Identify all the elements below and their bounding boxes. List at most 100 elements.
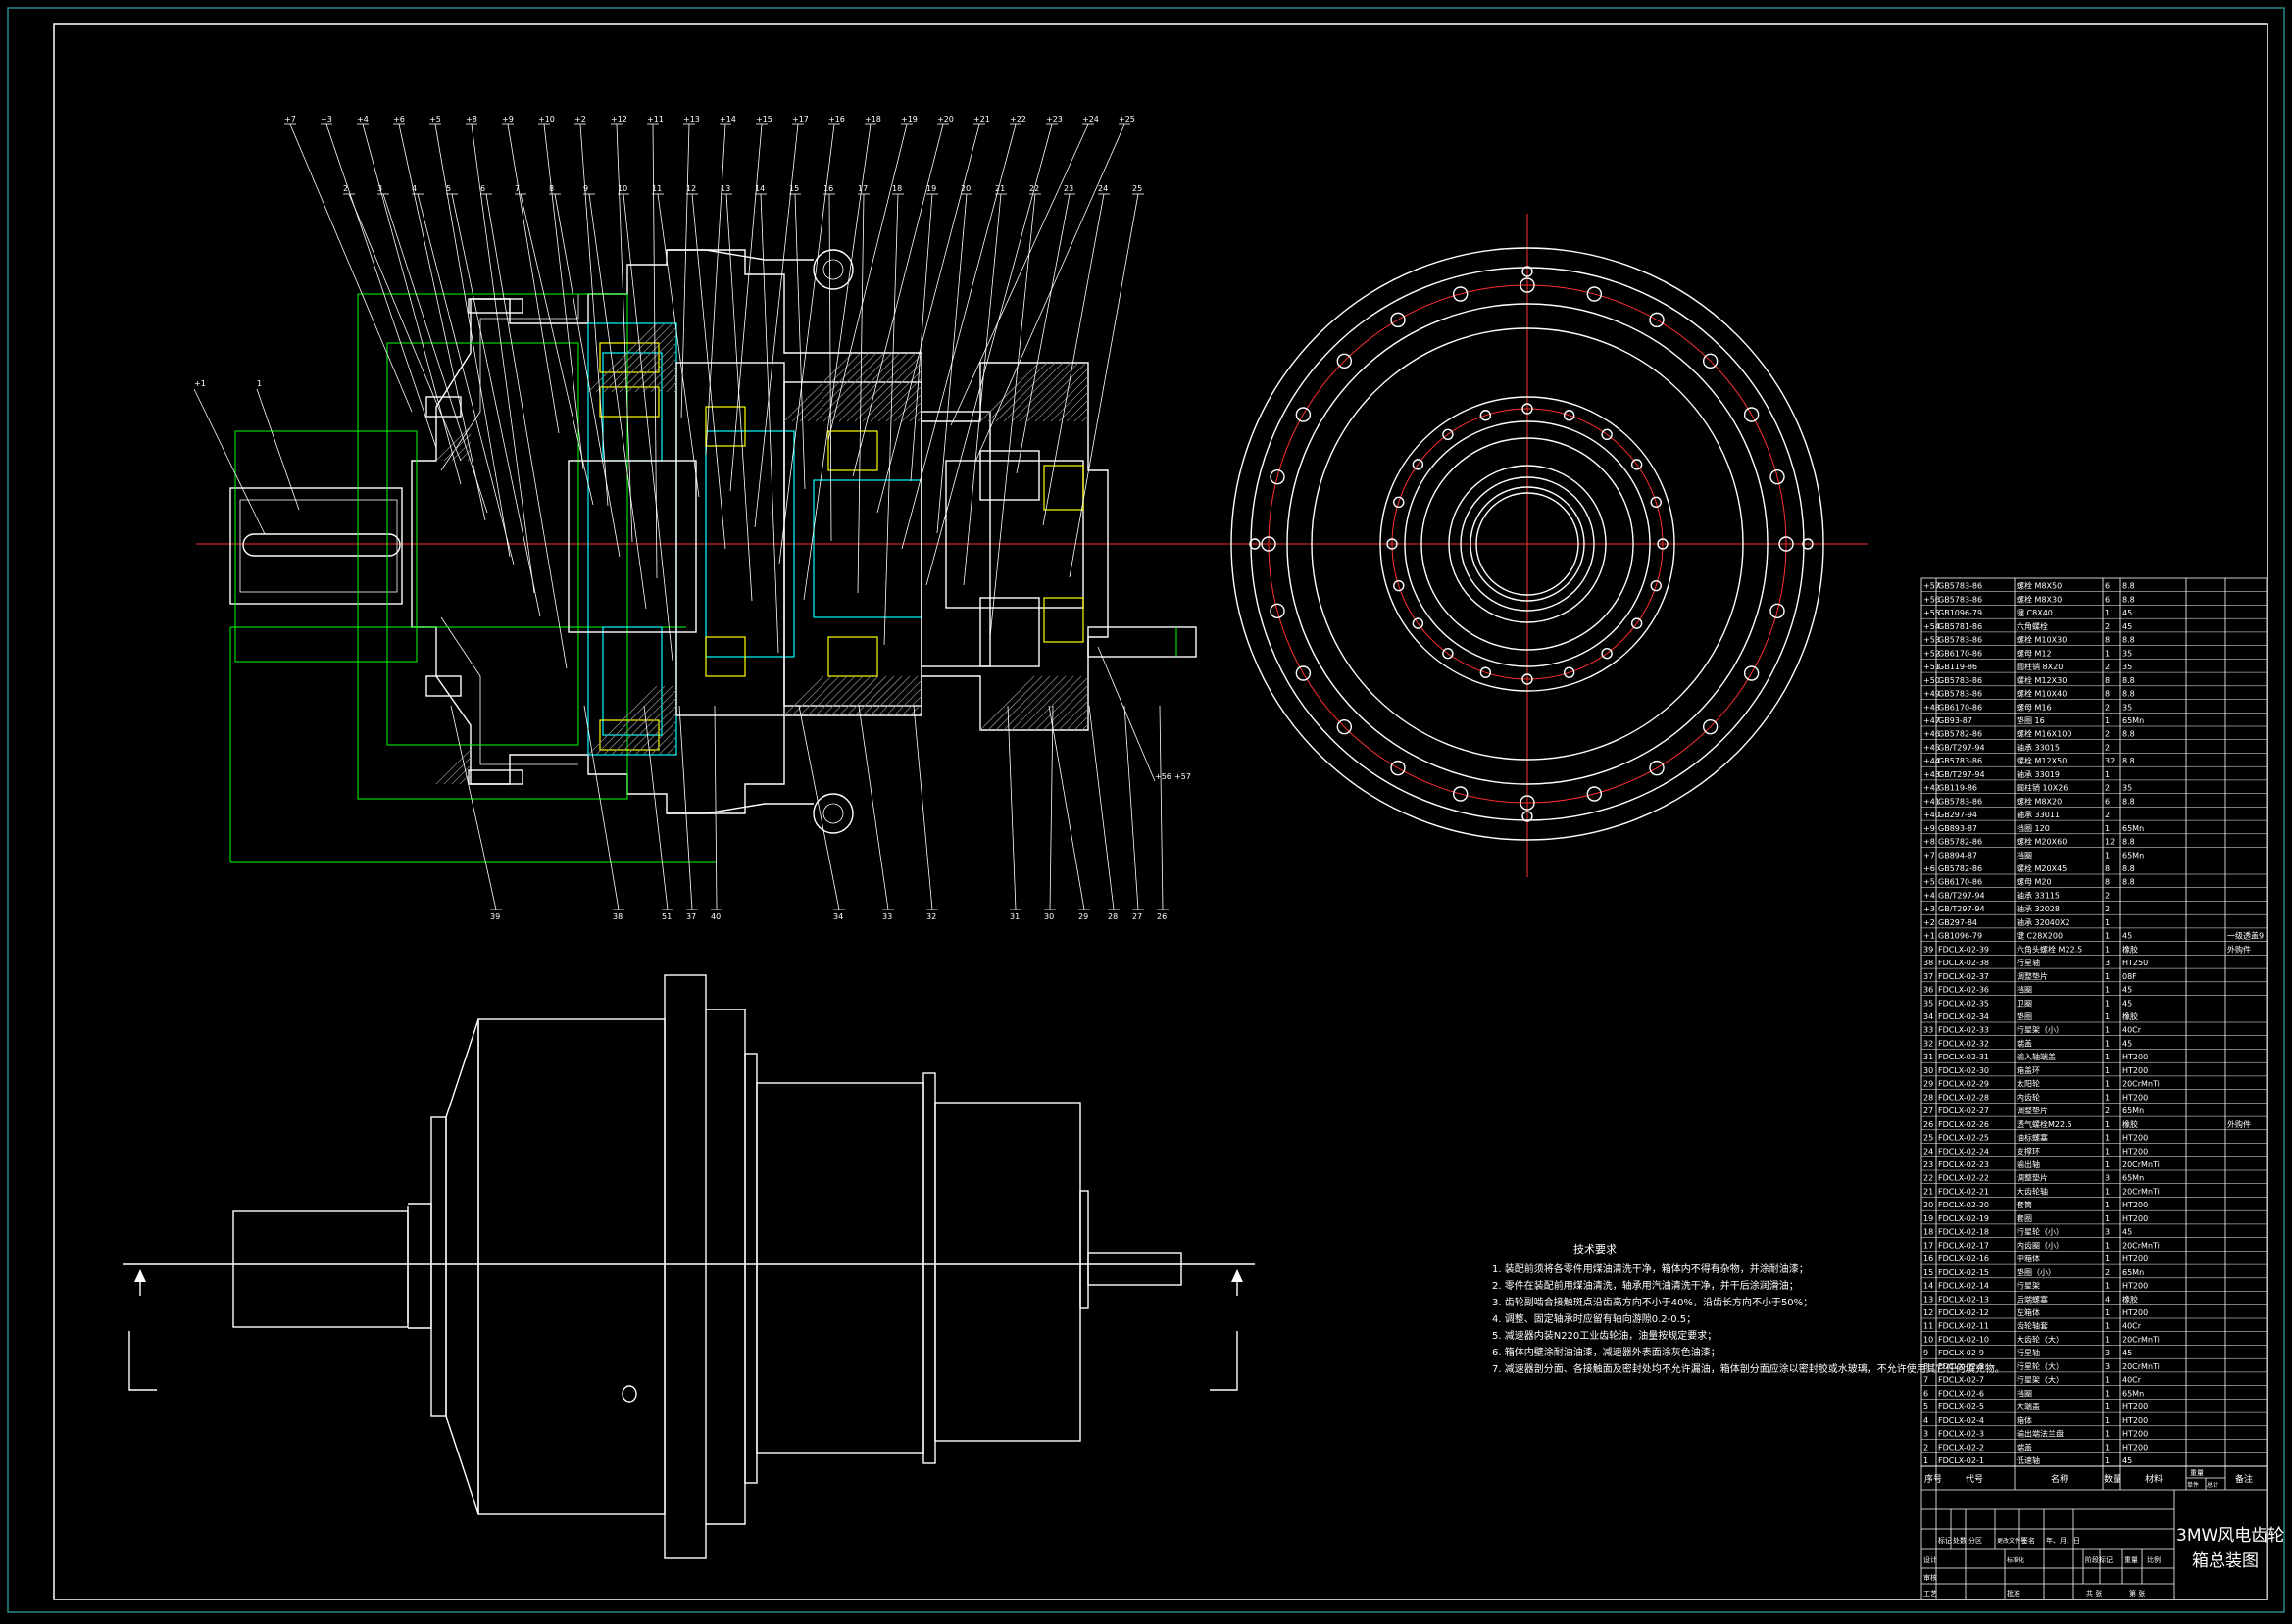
tech-req-item: 1. 装配前须将各零件用煤油清洗干净，箱体内不得有杂物，并涂耐油漆； <box>1492 1262 1809 1275</box>
parts-cell-code: FDCLX-02-15 <box>1938 1268 1989 1277</box>
parts-cell-qty: 1 <box>2105 986 2110 995</box>
parts-cell-code: GB894-87 <box>1938 851 1977 860</box>
parts-cell-name: 键 C8X40 <box>2017 608 2053 617</box>
parts-cell-qty: 1 <box>2105 716 2110 725</box>
tb-col-weight: 重量 <box>2190 1469 2204 1477</box>
ext-rear-housing <box>934 1102 1081 1442</box>
parts-cell-qty: 1 <box>2105 1456 2110 1465</box>
parts-cell-name: 螺栓 M10X30 <box>2017 635 2067 645</box>
callout-balloon: +56 <box>1155 772 1171 781</box>
parts-cell-name: 套圈 <box>2017 1213 2032 1223</box>
parts-cell-code: FDCLX-02-27 <box>1938 1107 1989 1115</box>
tech-req-item: 2. 零件在装配前用煤油清洗，轴承用汽油清洗干净，并干后涂润滑油； <box>1492 1279 1799 1292</box>
tb-col-remark: 备注 <box>2235 1473 2253 1485</box>
parts-cell-name: 挡圈 <box>2017 1388 2032 1398</box>
drawing-title-line2: 箱总装图 <box>2192 1551 2259 1571</box>
parts-cell-mat: HT200 <box>2122 1255 2148 1263</box>
parts-cell-qty: 1 <box>2105 1376 2110 1385</box>
output-gear <box>945 460 1084 609</box>
parts-cell-name: 螺栓 M20X45 <box>2017 863 2067 873</box>
parts-cell-qty: 1 <box>2105 851 2110 860</box>
parts-cell-name: 低速轴 <box>2017 1455 2040 1465</box>
parts-cell-code: GB5783-86 <box>1938 676 1982 685</box>
locating-hole <box>1249 538 1261 550</box>
parts-cell-name: 调整垫片 <box>2017 1173 2048 1183</box>
parts-cell-name: 行星轮（大） <box>2017 1361 2064 1371</box>
tb-standardize: 标准化 <box>2007 1556 2024 1564</box>
tb-col-name: 名称 <box>2051 1473 2068 1485</box>
tech-req-item: 7. 减速器剖分面、各接触面及密封处均不允许漏油，箱体剖分面应涂以密封胶或水玻璃… <box>1492 1362 2005 1375</box>
ext-middle-housing <box>756 1082 924 1454</box>
parts-cell-qty: 3 <box>2105 1349 2110 1357</box>
callout-balloon: +1 <box>194 379 206 388</box>
inner-bolt-hole <box>1393 496 1405 509</box>
parts-cell-qty: 8 <box>2105 676 2110 685</box>
parts-cell-qty: 2 <box>2105 784 2110 793</box>
parts-cell-qty: 2 <box>2105 905 2110 913</box>
parts-cell-code: GB5781-86 <box>1938 622 1982 631</box>
parts-cell-seq: 37 <box>1923 972 1933 981</box>
parts-cell-mat: 20CrMnTi <box>2122 1335 2160 1344</box>
parts-cell-code: GB6170-86 <box>1938 649 1982 658</box>
callout-balloon: 15 <box>789 184 799 193</box>
callout-balloon: 22 <box>1029 184 1039 193</box>
outer-bolt-hole <box>1586 786 1603 802</box>
tb-review: 审核 <box>1923 1573 1937 1582</box>
tb-col-total-weight: 总计 <box>2207 1481 2218 1489</box>
parts-cell-qty: 2 <box>2105 1268 2110 1277</box>
parts-cell-name: 内齿轮 <box>2017 1092 2040 1102</box>
parts-cell-name: 垫圈 16 <box>2017 715 2045 725</box>
parts-cell-mat: 20CrMnTi <box>2122 1362 2160 1371</box>
parts-cell-mat: 8.8 <box>2122 636 2135 645</box>
tb-approve: 批准 <box>2007 1589 2020 1598</box>
parts-cell-code: FDCLX-02-2 <box>1938 1443 1984 1452</box>
parts-cell-code: GB5783-86 <box>1938 797 1982 806</box>
tb-col-qty: 数量 <box>2104 1473 2121 1485</box>
callout-balloon: +11 <box>647 115 664 123</box>
callout-balloon: 30 <box>1044 912 1054 921</box>
outer-bolt-hole <box>1390 760 1406 776</box>
tb-row-count: 处数 <box>1953 1536 1967 1545</box>
parts-cell-seq: 23 <box>1923 1160 1933 1169</box>
outer-bolt-hole <box>1336 718 1353 735</box>
outer-bolt-hole <box>1769 603 1785 619</box>
parts-cell-seq: 6 <box>1923 1389 1928 1398</box>
parts-cell-mat: 35 <box>2122 703 2132 712</box>
inner-bolt-hole <box>1479 666 1492 678</box>
parts-cell-name: 后端螺塞 <box>2017 1294 2048 1304</box>
outer-bolt-hole <box>1336 353 1353 369</box>
parts-cell-code: GB93-87 <box>1938 716 1972 725</box>
bolt-circle-inner <box>1391 408 1664 680</box>
parts-cell-qty: 3 <box>2105 1174 2110 1183</box>
parts-cell-seq: 1 <box>1923 1456 1928 1465</box>
inner-bolt-hole <box>1412 617 1424 629</box>
parts-cell-name: 行星轴 <box>2017 1348 2040 1357</box>
parts-cell-name: 垫圈 <box>2017 1011 2032 1021</box>
parts-cell-mat: HT200 <box>2122 1403 2148 1411</box>
parts-cell-seq: +54 <box>1923 622 1940 631</box>
callout-balloon: 9 <box>583 184 588 193</box>
parts-cell-code: GB5782-86 <box>1938 864 1982 873</box>
parts-cell-qty: 1 <box>2105 1066 2110 1075</box>
parts-cell-mat: 45 <box>2122 609 2132 617</box>
parts-cell-code: GB893-87 <box>1938 824 1977 833</box>
callout-balloon: +20 <box>937 115 954 123</box>
parts-cell-qty: 1 <box>2105 1403 2110 1411</box>
bolt-circle-outer <box>1268 284 1787 804</box>
parts-cell-code: GB119-86 <box>1938 663 1977 671</box>
parts-cell-seq: 39 <box>1923 945 1933 954</box>
parts-cell-name: 轴承 33115 <box>2017 890 2060 900</box>
parts-cell-name: 螺母 M12 <box>2017 648 2052 658</box>
callout-balloon: 51 <box>662 912 672 921</box>
callout-balloon: 11 <box>652 184 662 193</box>
parts-cell-seq: +9 <box>1923 824 1935 833</box>
parts-cell-name: 螺栓 M8X20 <box>2017 796 2062 806</box>
parts-cell-qty: 1 <box>2105 1416 2110 1425</box>
parts-cell-mat: 45 <box>2122 999 2132 1008</box>
parts-cell-code: FDCLX-02-17 <box>1938 1241 1989 1250</box>
parts-cell-name: 轴承 33015 <box>2017 742 2060 752</box>
parts-cell-mat: HT200 <box>2122 1066 2148 1075</box>
parts-cell-code: GB5782-86 <box>1938 730 1982 739</box>
parts-cell-qty: 1 <box>2105 918 2110 927</box>
